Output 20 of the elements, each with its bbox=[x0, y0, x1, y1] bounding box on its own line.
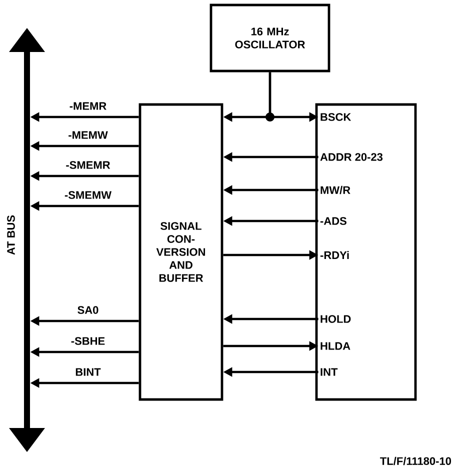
signal-label: SA0 bbox=[78, 306, 98, 314]
pin-label: -RDYi bbox=[320, 251, 349, 259]
signal-label: -SMEMW bbox=[64, 191, 112, 199]
pin-label: INT bbox=[320, 368, 338, 376]
signal-label: -MEMW bbox=[68, 131, 108, 139]
signal-label: -SMEMR bbox=[66, 161, 110, 169]
pin-label: ADDR 20-23 bbox=[320, 153, 383, 161]
pin-label: HLDA bbox=[320, 342, 350, 350]
signal-label: BINT bbox=[76, 368, 101, 376]
signal-label: -MEMR bbox=[70, 102, 106, 110]
node-label: AT BUS bbox=[7, 215, 15, 255]
pin-label: BSCK bbox=[320, 113, 352, 121]
buffer-box: SIGNAL CON- VERSION AND BUFFER bbox=[138, 103, 224, 401]
pin-label: -ADS bbox=[320, 217, 346, 225]
pin-label: MW/R bbox=[320, 186, 350, 194]
pin-label: HOLD bbox=[320, 315, 351, 323]
figure-code: TL/F/11180-10 bbox=[380, 456, 451, 466]
oscillator-box: 16 MHz OSCILLATOR bbox=[210, 4, 330, 72]
signal-label: -SBHE bbox=[71, 337, 105, 345]
chip-box bbox=[315, 103, 417, 401]
